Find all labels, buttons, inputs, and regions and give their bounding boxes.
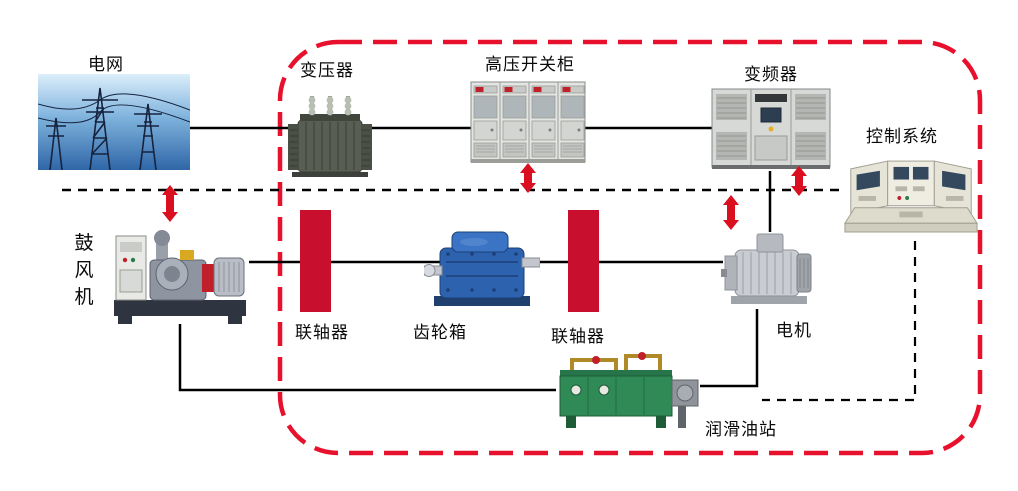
motor-side-arrow: [723, 195, 739, 230]
switchgear-art: [470, 81, 586, 163]
transformer-image: [286, 90, 374, 182]
coupling-left-block: [300, 210, 331, 312]
oil-to-motor-line: [700, 309, 759, 388]
oil-station-label: 润滑油站: [705, 420, 777, 439]
motor-art: [721, 233, 812, 304]
control-system-image: [843, 154, 979, 242]
vfd-art: [711, 88, 831, 169]
coupling-right-label: 联轴器: [551, 327, 605, 346]
blower-label: 鼓风机: [74, 233, 94, 308]
transformer-art: [288, 96, 372, 177]
vfd-image: [711, 86, 831, 172]
switchgear-arrow: [520, 163, 536, 193]
coupling-left-label: 联轴器: [295, 323, 349, 342]
power-grid-image: [38, 74, 190, 170]
power-grid-art: [38, 74, 190, 170]
gearbox-image: [424, 220, 540, 312]
power-grid-label: 电网: [88, 55, 124, 74]
switchgear-image: [470, 80, 586, 166]
switchgear-label: 高压开关柜: [485, 55, 575, 74]
control-system-art: [844, 160, 978, 233]
blower-image: [110, 214, 250, 326]
motor-image: [721, 230, 822, 310]
vfd-label: 变频器: [744, 65, 798, 84]
motor-label: 电机: [776, 321, 812, 340]
oil-station-art: [559, 352, 699, 428]
oil-station-image: [556, 340, 702, 432]
coupling-right-block: [568, 210, 599, 312]
gearbox-label: 齿轮箱: [413, 323, 467, 342]
gearbox-art: [424, 231, 540, 306]
transformer-label: 变压器: [300, 61, 354, 80]
blower-art: [114, 230, 246, 324]
control-system-label: 控制系统: [866, 127, 938, 146]
blower-to-oil-line: [178, 324, 556, 392]
